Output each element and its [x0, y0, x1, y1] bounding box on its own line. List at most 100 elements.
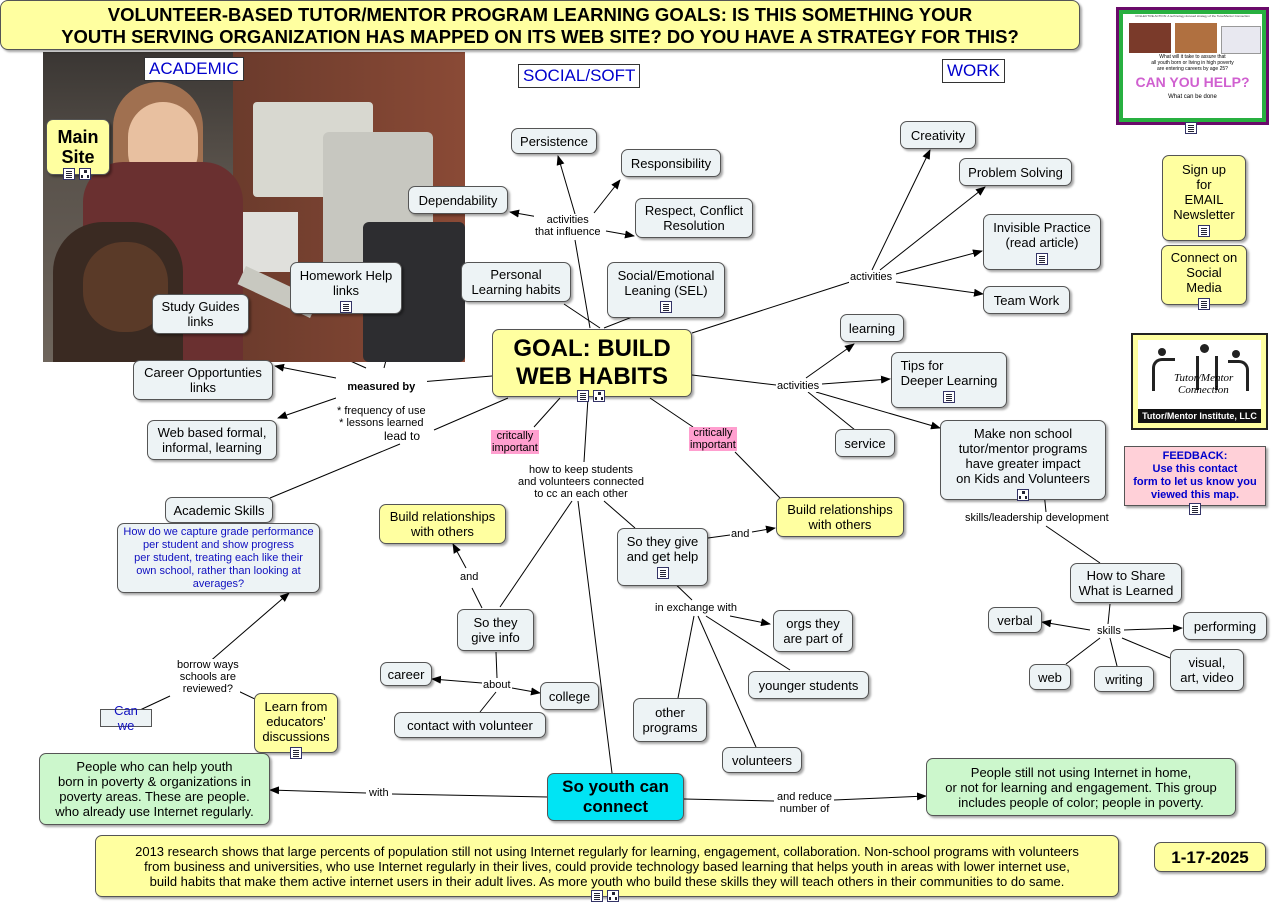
thumbnail-image[interactable]: COLLECTIVE ACTION: A technology-focused …: [1116, 7, 1269, 125]
document-icon[interactable]: [1198, 298, 1210, 310]
node-so-they-give-info[interactable]: So they give info: [457, 609, 534, 651]
document-icon[interactable]: [660, 301, 672, 313]
node-personal-learning-habits[interactable]: Personal Learning habits: [461, 262, 571, 302]
node-invisible-practice-label: Invisible Practice (read article): [993, 220, 1091, 250]
header-social-soft: SOCIAL/SOFT: [518, 64, 641, 88]
node-visual-art-video[interactable]: visual, art, video: [1170, 649, 1244, 691]
node-make-non-school[interactable]: Make non school tutor/mentor programs ha…: [940, 420, 1106, 501]
label-borrow-ways: borrow ways schools are reviewed?: [176, 659, 240, 695]
node-career[interactable]: career: [380, 662, 432, 686]
concept-map-icon[interactable]: [593, 390, 605, 402]
node-sign-up-newsletter[interactable]: Sign up for EMAIL Newsletter: [1162, 155, 1246, 241]
node-tips-label: Tips for Deeper Learning: [900, 358, 998, 388]
document-icon[interactable]: [1185, 122, 1197, 134]
node-learn-from-educators[interactable]: Learn from educators' discussions: [254, 693, 338, 759]
thumbnail-icons: [1184, 121, 1198, 135]
thumbnail-header: COLLECTIVE ACTION: A technology-focused …: [1135, 14, 1250, 18]
label-skills-leadership: skills/leadership development: [964, 512, 1110, 524]
main-site-node[interactable]: Main Site: [46, 119, 110, 175]
node-persistence[interactable]: Persistence: [511, 128, 597, 154]
label-skills: skills: [1096, 625, 1122, 637]
node-web-based-learning[interactable]: Web based formal, informal, learning: [147, 420, 277, 460]
node-can-we[interactable]: Can we: [100, 703, 152, 733]
document-icon[interactable]: [943, 391, 955, 403]
node-build-relationships-left[interactable]: Build relationships with others: [379, 504, 506, 544]
logo-line-1: Tutor/Mentor: [1174, 372, 1234, 384]
node-so-youth-can-connect[interactable]: So youth can connect: [547, 773, 684, 821]
date-badge: 1-17-2025: [1154, 842, 1266, 872]
tutor-mentor-logo[interactable]: Tutor/Mentor Connection Tutor/Mentor Ins…: [1131, 333, 1268, 430]
node-career-links[interactable]: Career Opportunties links: [133, 360, 273, 400]
node-service[interactable]: service: [835, 429, 895, 457]
document-icon[interactable]: [591, 890, 603, 902]
node-web[interactable]: web: [1029, 664, 1071, 690]
node-orgs-they-are-part-of[interactable]: orgs they are part of: [773, 610, 853, 652]
document-icon[interactable]: [577, 390, 589, 402]
node-verbal[interactable]: verbal: [988, 607, 1042, 633]
node-academic-skills[interactable]: Academic Skills: [165, 497, 273, 523]
node-volunteers[interactable]: volunteers: [722, 747, 802, 773]
node-contact-with-volunteer[interactable]: contact with volunteer: [394, 712, 546, 738]
header-academic: ACADEMIC: [144, 57, 244, 81]
node-team-work[interactable]: Team Work: [983, 286, 1070, 314]
node-other-programs[interactable]: other programs: [633, 698, 707, 742]
concept-map-icon[interactable]: [1017, 489, 1029, 501]
node-sel[interactable]: Social/Emotional Leaning (SEL): [607, 262, 725, 318]
node-creativity[interactable]: Creativity: [900, 121, 976, 149]
node-give-get-label: So they give and get help: [626, 534, 699, 564]
research-icons: [590, 889, 620, 903]
measured-by-bold: measured by: [347, 381, 416, 393]
label-measured-by: measured by * frequency of use * lessons…: [336, 369, 427, 441]
node-homework-help-label: Homework Help links: [299, 268, 393, 298]
thumbnail-question: What will it take to assure that all you…: [1151, 54, 1234, 72]
page-title: VOLUNTEER-BASED TUTOR/MENTOR PROGRAM LEA…: [0, 0, 1080, 50]
header-work: WORK: [942, 59, 1005, 83]
document-icon[interactable]: [290, 747, 302, 759]
node-invisible-practice[interactable]: Invisible Practice (read article): [983, 214, 1101, 270]
node-people-not-using-internet[interactable]: People still not using Internet in home,…: [926, 758, 1236, 816]
label-lead-to: lead to: [383, 429, 422, 443]
node-build-relationships-right[interactable]: Build relationships with others: [776, 497, 904, 537]
document-icon[interactable]: [340, 301, 352, 313]
goal-icons: [576, 389, 606, 403]
node-problem-solving[interactable]: Problem Solving: [959, 158, 1072, 186]
node-connect-social-media[interactable]: Connect on Social Media: [1161, 245, 1247, 310]
node-dependability[interactable]: Dependability: [408, 186, 508, 214]
document-icon[interactable]: [63, 168, 75, 180]
concept-map-icon[interactable]: [607, 890, 619, 902]
thumbnail-cta: CAN YOU HELP?: [1135, 74, 1250, 90]
node-college[interactable]: college: [540, 682, 599, 710]
goal-node[interactable]: GOAL: BUILD WEB HABITS: [492, 329, 692, 397]
title-line-1: VOLUNTEER-BASED TUTOR/MENTOR PROGRAM LEA…: [107, 4, 973, 25]
node-respect-conflict[interactable]: Respect, Conflict Resolution: [635, 198, 753, 238]
label-and-reduce: and reduce number of: [776, 791, 834, 815]
node-grade-question[interactable]: How do we capture grade performance per …: [117, 523, 320, 593]
document-icon[interactable]: [1036, 253, 1048, 265]
goal-label: GOAL: BUILD WEB HABITS: [513, 335, 671, 390]
document-icon[interactable]: [1189, 503, 1201, 515]
node-tips-deeper-learning[interactable]: Tips for Deeper Learning: [891, 352, 1007, 408]
node-so-they-give-and-get[interactable]: So they give and get help: [617, 528, 708, 586]
node-younger-students[interactable]: younger students: [748, 671, 869, 699]
node-writing[interactable]: writing: [1094, 666, 1154, 692]
document-icon[interactable]: [656, 567, 669, 579]
node-sel-label: Social/Emotional Leaning (SEL): [617, 268, 715, 298]
research-note[interactable]: 2013 research shows that large percents …: [95, 835, 1119, 897]
node-homework-help[interactable]: Homework Help links: [290, 262, 402, 314]
classroom-photo: [43, 52, 465, 362]
node-learning[interactable]: learning: [840, 314, 904, 342]
node-people-who-can-help[interactable]: People who can help youth born in povert…: [39, 753, 270, 825]
logo-footer: Tutor/Mentor Institute, LLC: [1138, 409, 1261, 423]
feedback-box[interactable]: FEEDBACK: Use this contact form to let u…: [1124, 446, 1266, 506]
node-responsibility[interactable]: Responsibility: [621, 149, 721, 177]
label-in-exchange-with: in exchange with: [654, 602, 738, 614]
document-icon[interactable]: [1198, 225, 1210, 237]
logo-line-2: Connection: [1178, 384, 1229, 396]
node-study-guides[interactable]: Study Guides links: [152, 294, 249, 334]
node-sign-up-label: Sign up for EMAIL Newsletter: [1173, 162, 1235, 222]
concept-map-icon[interactable]: [79, 168, 91, 180]
node-how-to-share[interactable]: How to Share What is Learned: [1070, 563, 1182, 603]
title-line-2: YOUTH SERVING ORGANIZATION HAS MAPPED ON…: [61, 26, 1019, 47]
node-make-non-school-label: Make non school tutor/mentor programs ha…: [956, 426, 1090, 486]
node-performing[interactable]: performing: [1183, 612, 1267, 640]
